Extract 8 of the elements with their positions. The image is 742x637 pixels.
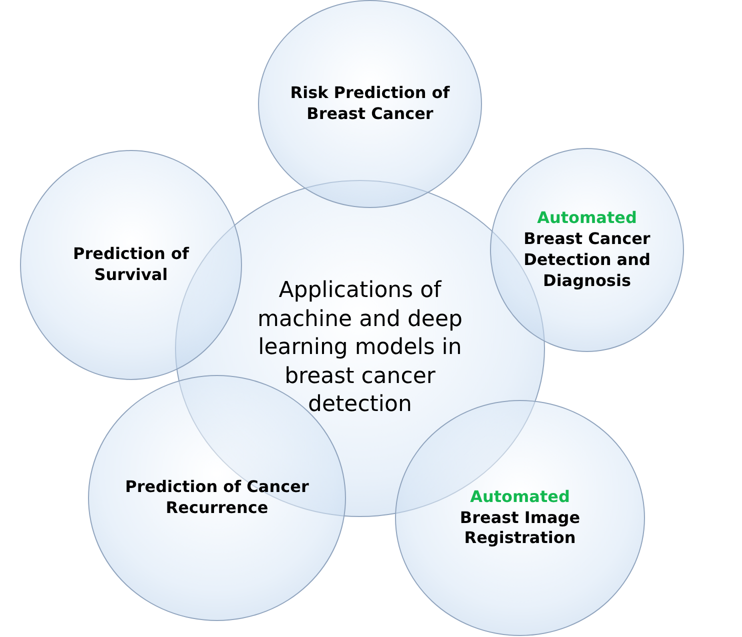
circle-label: Risk Prediction of Breast Cancer bbox=[289, 83, 451, 125]
highlight-label: Automated bbox=[537, 208, 637, 230]
circle-label: Breast Cancer Detection and Diagnosis bbox=[522, 229, 652, 292]
highlight-label: Automated bbox=[470, 486, 570, 508]
circle-label: Prediction of Cancer Recurrence bbox=[124, 477, 310, 519]
circle-label: Breast Image Registration bbox=[458, 508, 582, 550]
center-text: Applications of machine and deep learning models in breast cancer detection bbox=[256, 277, 464, 420]
circle-label: Prediction of Survival bbox=[72, 244, 190, 286]
